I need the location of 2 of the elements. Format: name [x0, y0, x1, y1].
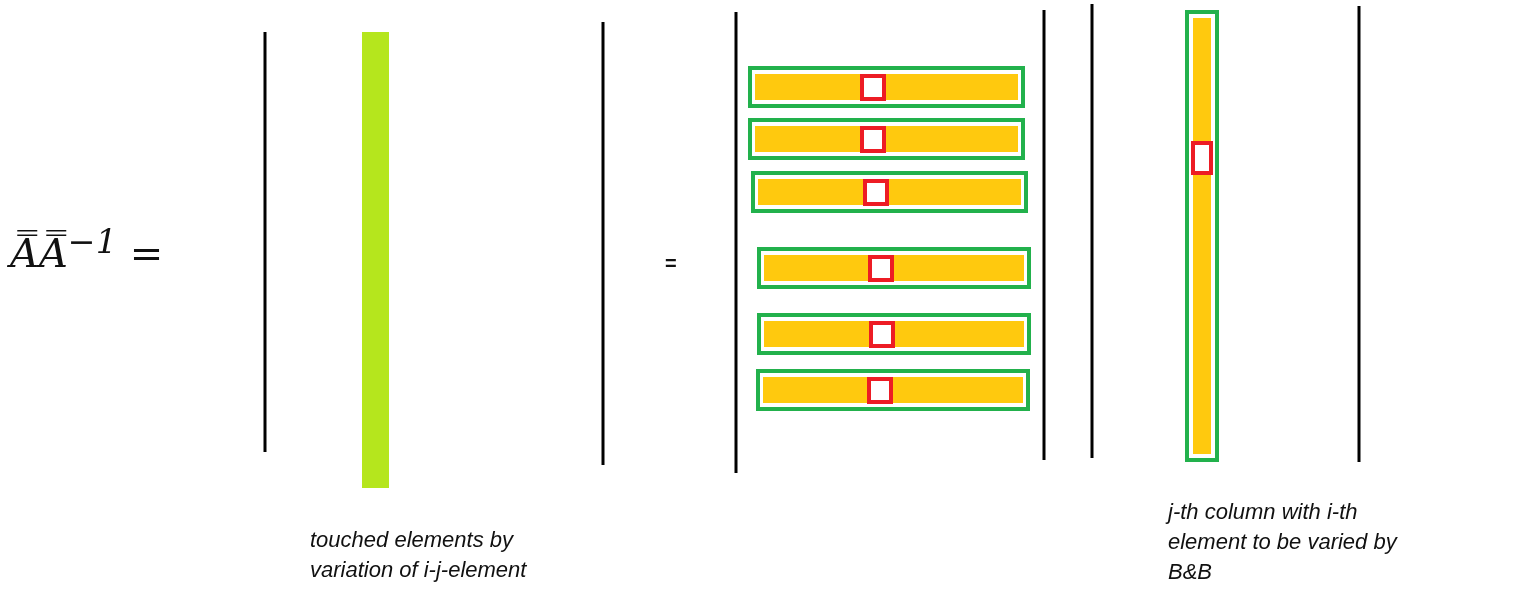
- equals-sign: =: [665, 252, 677, 275]
- caption: touched elements by variation of i-j-element: [310, 526, 528, 584]
